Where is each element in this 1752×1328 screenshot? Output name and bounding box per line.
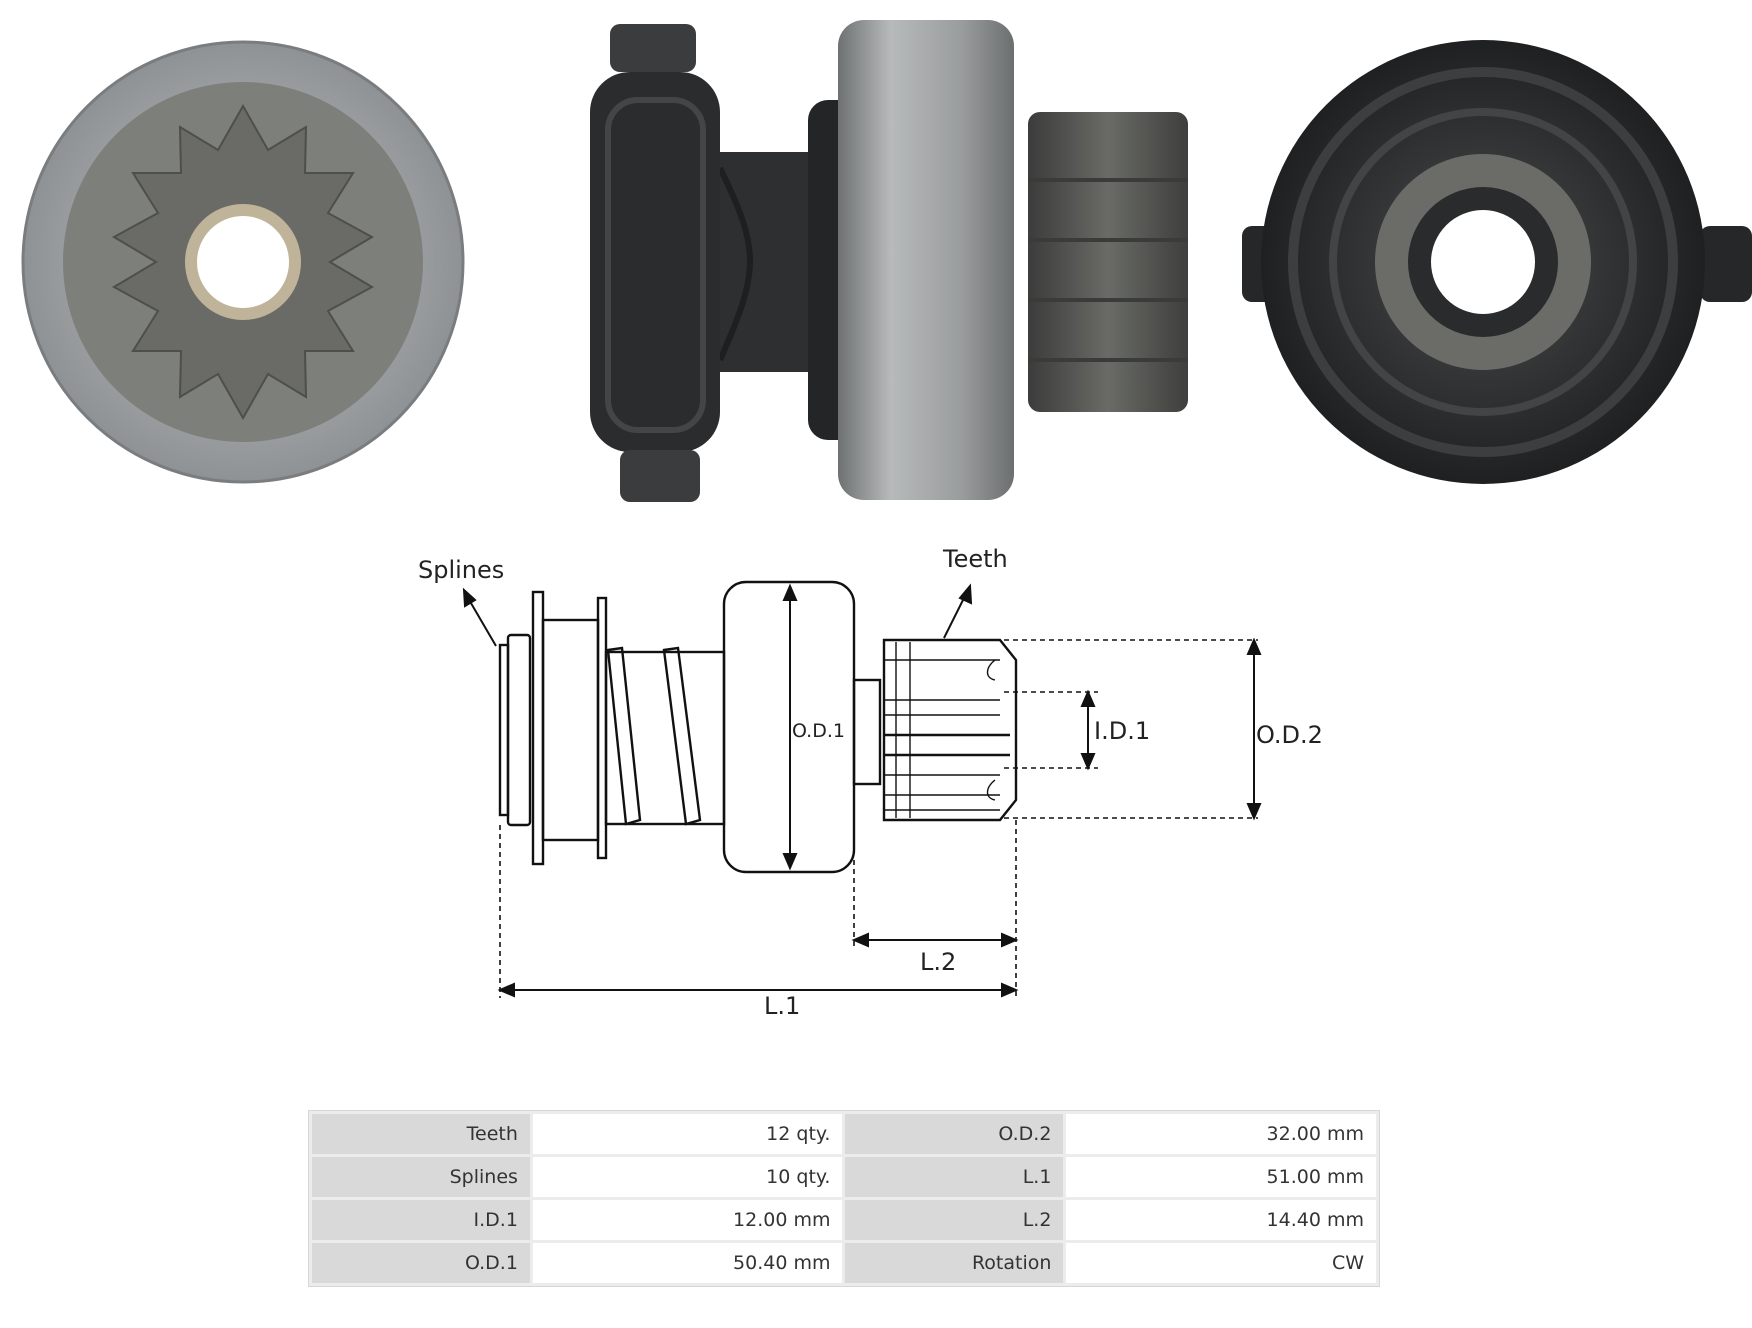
pinion (882, 638, 1018, 822)
front-view-photo (21, 40, 465, 484)
side-view-photo (590, 20, 1188, 502)
spec-key: O.D.2 (845, 1114, 1064, 1154)
flange (531, 590, 545, 866)
spring-coil-2 (662, 646, 702, 826)
spring-coil-1 (606, 646, 642, 826)
table-row: Teeth 12 qty. O.D.2 32.00 mm (312, 1114, 1376, 1154)
spec-value: 51.00 mm (1066, 1157, 1376, 1197)
spline-end (506, 633, 532, 827)
label-teeth: Teeth (942, 545, 1008, 573)
neck (852, 678, 882, 786)
spline-lip (498, 643, 510, 817)
label-l1: L.1 (764, 992, 800, 1020)
spec-key: Teeth (312, 1114, 530, 1154)
collar (541, 618, 600, 842)
spec-table: Teeth 12 qty. O.D.2 32.00 mm Splines 10 … (308, 1110, 1380, 1287)
pinion-tooth-lines (884, 642, 1000, 818)
spec-value: 32.00 mm (1066, 1114, 1376, 1154)
extension-lines (499, 639, 1258, 998)
label-id1: I.D.1 (1094, 717, 1150, 745)
spec-value: 10 qty. (532, 1157, 843, 1197)
spec-key: O.D.1 (312, 1243, 530, 1283)
spec-value: 12.00 mm (532, 1200, 843, 1240)
spec-key: Rotation (845, 1243, 1064, 1283)
technical-drawing: Splines Teeth O.D.1 I.D.1 O.D.2 L.2 L.1 (418, 545, 1323, 1020)
spec-value: 50.40 mm (532, 1243, 843, 1283)
back-view-photo (1242, 40, 1752, 484)
label-l2: L.2 (920, 948, 956, 976)
label-splines: Splines (418, 556, 504, 584)
spec-value: CW (1066, 1243, 1376, 1283)
table-row: Splines 10 qty. L.1 51.00 mm (312, 1157, 1376, 1197)
spec-value: 12 qty. (532, 1114, 843, 1154)
label-od1: O.D.1 (792, 720, 845, 742)
table-row: O.D.1 50.40 mm Rotation CW (312, 1243, 1376, 1283)
spec-key: Splines (312, 1157, 530, 1197)
table-row: I.D.1 12.00 mm L.2 14.40 mm (312, 1200, 1376, 1240)
dimension-arrows (462, 583, 1262, 998)
collar-plate (596, 596, 608, 860)
product-photos (21, 20, 1752, 502)
label-od2: O.D.2 (1256, 721, 1323, 749)
spec-key: L.2 (845, 1200, 1064, 1240)
spec-key: I.D.1 (312, 1200, 530, 1240)
spec-value: 14.40 mm (1066, 1200, 1376, 1240)
spec-key: L.1 (845, 1157, 1064, 1197)
